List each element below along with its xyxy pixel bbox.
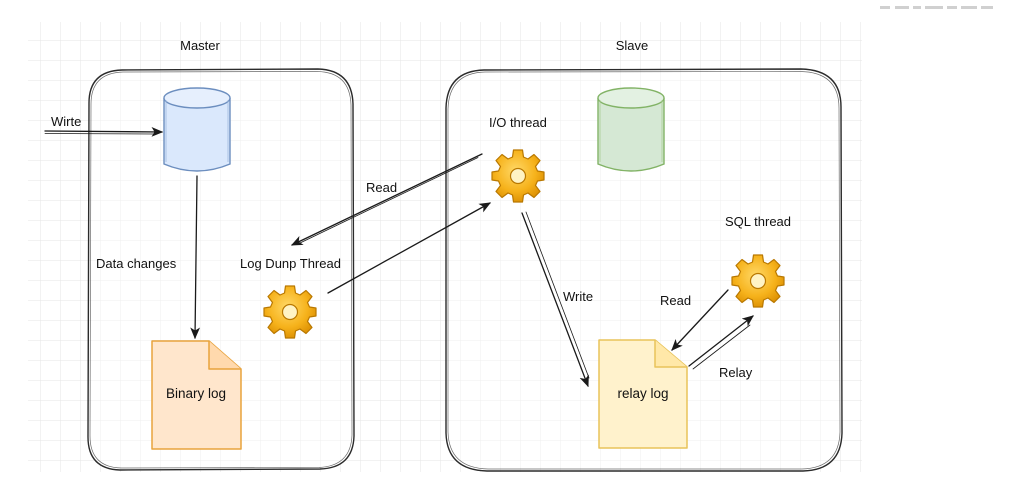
relay-arrow [688,315,754,367]
slave-database-icon [597,87,665,172]
data-changes-arrow [190,175,201,340]
binary-log-document-icon [151,340,242,450]
io-thread-gear-icon [491,149,545,203]
binary-log-label: Binary log [166,386,226,401]
read-request-arrow [290,153,483,246]
log-dump-thread-gear-icon [263,285,317,339]
dump-to-io-arrow [327,202,492,294]
master-title: Master [180,38,220,53]
relay-log-document-icon [598,339,688,449]
write-in-label: Wirte [51,114,81,129]
sql-read-arrow [671,289,729,351]
arrows [44,126,754,388]
sql-thread-label: SQL thread [725,214,791,229]
sql-thread-gear-icon [731,254,785,308]
slave-title: Slave [616,38,649,53]
relay-label: Relay [719,365,753,380]
io-write-label: Write [563,289,593,304]
sql-read-label: Read [660,293,691,308]
log-dump-thread-label: Log Dunp Thread [240,256,341,271]
master-database-icon [163,87,231,172]
watermark-decoration [880,6,993,9]
slave-panel [445,68,843,472]
io-thread-label: I/O thread [489,115,547,130]
write-in-arrow [44,126,164,137]
io-write-arrow [521,212,589,388]
relay-log-label: relay log [617,386,668,401]
data-changes-label: Data changes [96,256,177,271]
read-request-label: Read [366,180,397,195]
